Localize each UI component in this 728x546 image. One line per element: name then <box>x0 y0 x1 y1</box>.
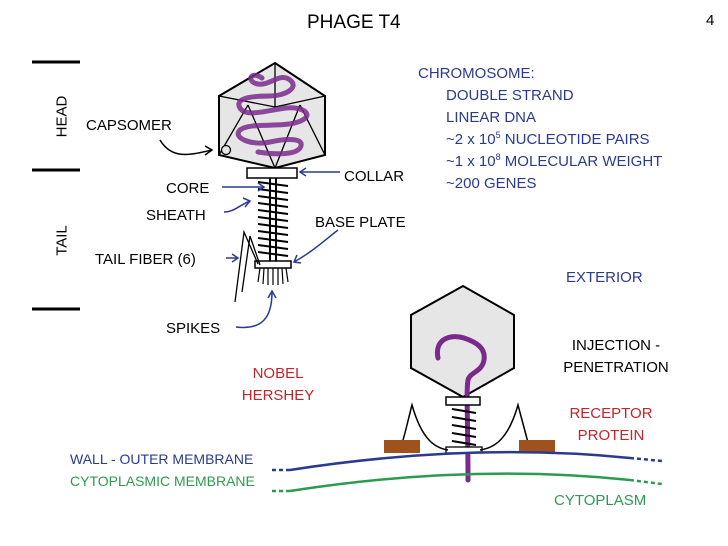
chromosome-strand: DOUBLE STRAND <box>446 87 574 104</box>
collar-label: COLLAR <box>344 168 405 185</box>
injecting-dna <box>434 334 487 483</box>
injecting-sheath <box>451 408 477 446</box>
capsomer-label: CAPSOMER <box>86 117 172 134</box>
sheath-label: SHEATH <box>146 207 206 224</box>
membranes <box>270 450 663 493</box>
cytoplasm-label: CYTOPLASM <box>554 492 647 509</box>
slide-number: 4 <box>706 12 715 29</box>
injecting-collar <box>445 396 481 406</box>
chromosome-molecular-weight: ~1 x 108 MOLECULAR WEIGHT <box>446 152 663 171</box>
head-side-label: HEAD <box>53 95 71 138</box>
receptor-proteins <box>384 440 555 453</box>
nobel-hershey-label: NOBEL HERSHEY <box>241 365 315 404</box>
spikes-label: SPIKES <box>166 320 221 337</box>
side-bars <box>32 60 80 311</box>
base-plate-label: BASE PLATE <box>315 214 406 231</box>
chromosome-dna: LINEAR DNA <box>446 109 537 126</box>
wall-outer-membrane-label: WALL - OUTER MEMBRANE <box>70 451 254 467</box>
receptor-protein-label: RECEPTOR PROTEIN <box>569 405 653 444</box>
chromosome-genes: ~200 GENES <box>446 175 537 192</box>
diagram-title: PHAGE T4 <box>307 12 401 33</box>
chromosome-heading: CHROMOSOME: <box>418 65 535 82</box>
core-label: CORE <box>166 180 210 197</box>
chromosome-info: CHROMOSOME: DOUBLE STRAND LINEAR DNA ~2 … <box>418 63 662 195</box>
chromosome-nucleotide-pairs: ~2 x 105 NUCLEOTIDE PAIRS <box>446 130 650 149</box>
tail-sheath <box>257 178 289 262</box>
label-arrows <box>159 139 340 329</box>
dna-coil <box>235 72 310 157</box>
injection-label: INJECTION - PENETRATION <box>563 337 669 376</box>
injecting-tail-fibers <box>399 402 531 451</box>
tail-fibers <box>234 229 261 303</box>
exterior-label: EXTERIOR <box>566 269 643 286</box>
cytoplasmic-membrane-label: CYTOPLASMIC MEMBRANE <box>70 473 255 489</box>
tail-fiber-label: TAIL FIBER (6) <box>95 251 196 268</box>
tail-side-label: TAIL <box>53 225 71 256</box>
spikes <box>257 267 289 285</box>
collar <box>246 167 298 179</box>
injecting-phage-head <box>410 284 515 399</box>
